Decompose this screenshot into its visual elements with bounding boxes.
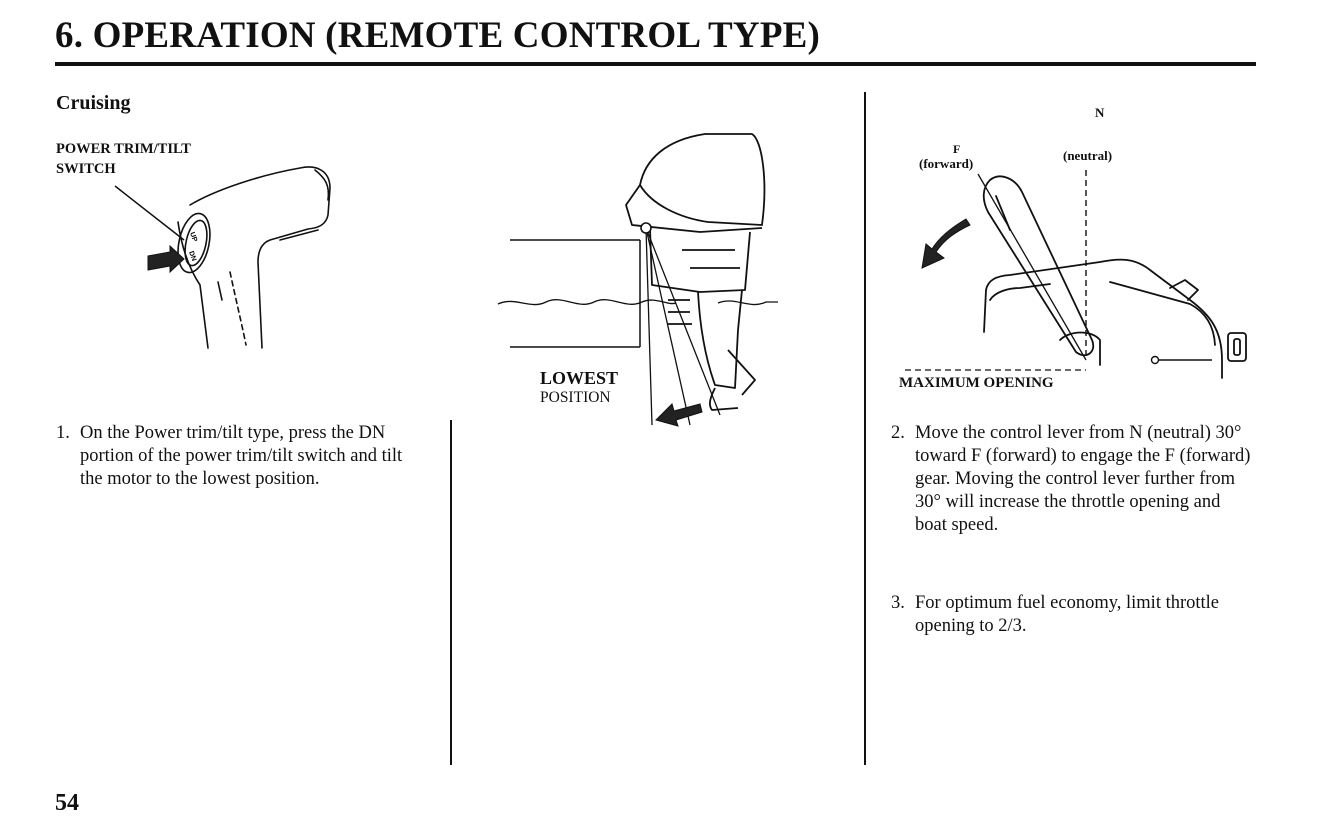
column-divider-left xyxy=(450,420,452,765)
press-arrow-icon xyxy=(147,244,185,274)
motor-label-line2: POSITION xyxy=(540,389,611,406)
neutral-word: (neutral) xyxy=(1063,148,1113,163)
switch-leader-line xyxy=(114,185,185,241)
tilt-axis-line-2 xyxy=(645,227,691,426)
svg-text:UP: UP xyxy=(188,231,198,243)
forward-direction-arrow-icon xyxy=(921,218,971,269)
motor-label-line1: LOWEST xyxy=(540,368,619,388)
water-line xyxy=(497,299,677,306)
forward-word: (forward) xyxy=(919,156,974,171)
step-1-number: 1. xyxy=(56,423,70,443)
step-1-text: On the Power trim/tilt type, press the D… xyxy=(80,423,403,489)
forward-letter: F xyxy=(953,142,961,156)
section-heading: Cruising xyxy=(56,92,131,114)
title-rule xyxy=(55,62,1256,66)
tilt-axis-line-1 xyxy=(645,227,721,416)
step-2-number: 2. xyxy=(891,423,905,443)
engine-cowling xyxy=(639,133,766,226)
step-3-number: 3. xyxy=(891,593,905,613)
neutral-letter: N xyxy=(1095,105,1105,120)
svg-text:DN: DN xyxy=(187,250,197,262)
column-divider-right xyxy=(864,92,866,765)
control-lever xyxy=(982,175,1095,357)
page-title: 6. OPERATION (REMOTE CONTROL TYPE) xyxy=(55,15,821,56)
switch-label-line2: SWITCH xyxy=(56,161,116,177)
step-1: 1. On the Power trim/tilt type, press th… xyxy=(56,422,416,491)
switch-label-line1: POWER TRIM/TILT xyxy=(56,141,191,157)
step-2-text: Move the control lever from N (neutral) … xyxy=(915,423,1251,535)
control-lever-illustration xyxy=(905,170,1247,379)
trim-tilt-switch-illustration: UP DN xyxy=(114,166,331,349)
step-3-text: For optimum fuel economy, limit throttle… xyxy=(915,593,1220,636)
step-2: 2. Move the control lever from N (neutra… xyxy=(891,422,1251,537)
outboard-motor-illustration xyxy=(497,133,778,427)
tilt-axis-line-3 xyxy=(645,227,653,426)
max-opening-label: MAXIMUM OPENING xyxy=(899,375,1054,391)
step-3: 3. For optimum fuel economy, limit throt… xyxy=(891,592,1251,638)
tilt-down-arrow-icon xyxy=(655,403,703,427)
forward-guide-line xyxy=(977,173,1087,361)
page-number: 54 xyxy=(55,790,79,816)
lower-unit xyxy=(697,289,743,389)
